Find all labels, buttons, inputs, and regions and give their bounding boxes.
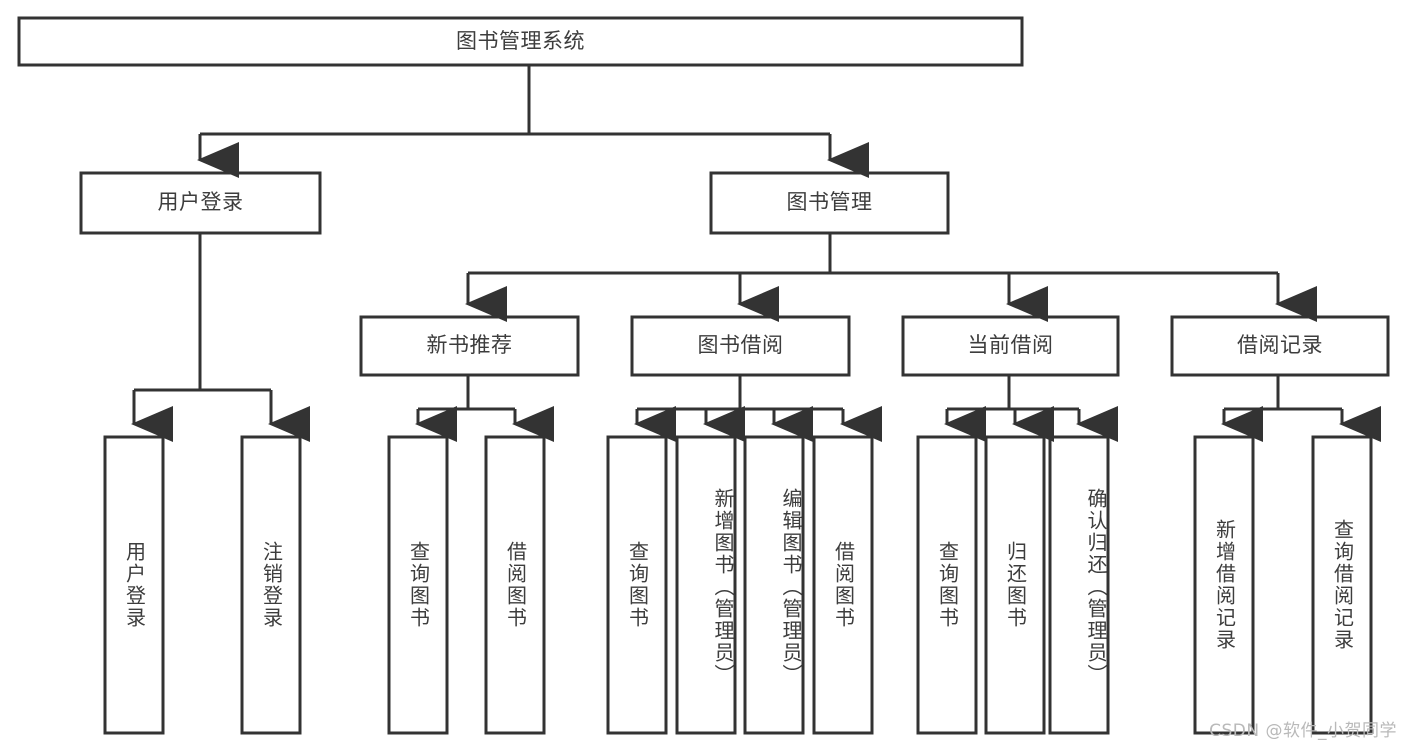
node-box-user-login — [79, 171, 322, 235]
node-box-leaf-newbook-1 — [387, 435, 449, 735]
node-box-leaf-record-2 — [1311, 435, 1373, 735]
node-box-leaf-user-login-1 — [103, 435, 165, 735]
node-box-leaf-current-2 — [984, 435, 1046, 735]
node-box-leaf-record-1 — [1193, 435, 1255, 735]
node-box-borrow-record — [1170, 315, 1390, 377]
node-box-leaf-borrow-4 — [812, 435, 874, 735]
node-box-leaf-borrow-1 — [606, 435, 668, 735]
node-box-book-manage — [709, 171, 950, 235]
node-box-leaf-current-1 — [916, 435, 978, 735]
node-box-leaf-newbook-2 — [484, 435, 546, 735]
node-box-leaf-borrow-3 — [743, 435, 805, 735]
watermark-text: CSDN @软件_小贺同学 — [1209, 721, 1397, 741]
node-box-leaf-current-3 — [1048, 435, 1110, 735]
node-box-new-book — [359, 315, 580, 377]
node-box-leaf-user-login-2 — [240, 435, 302, 735]
node-box-current-borrow — [901, 315, 1120, 377]
node-box-root — [17, 16, 1024, 67]
node-box-book-borrow — [630, 315, 851, 377]
node-box-leaf-borrow-2 — [675, 435, 737, 735]
